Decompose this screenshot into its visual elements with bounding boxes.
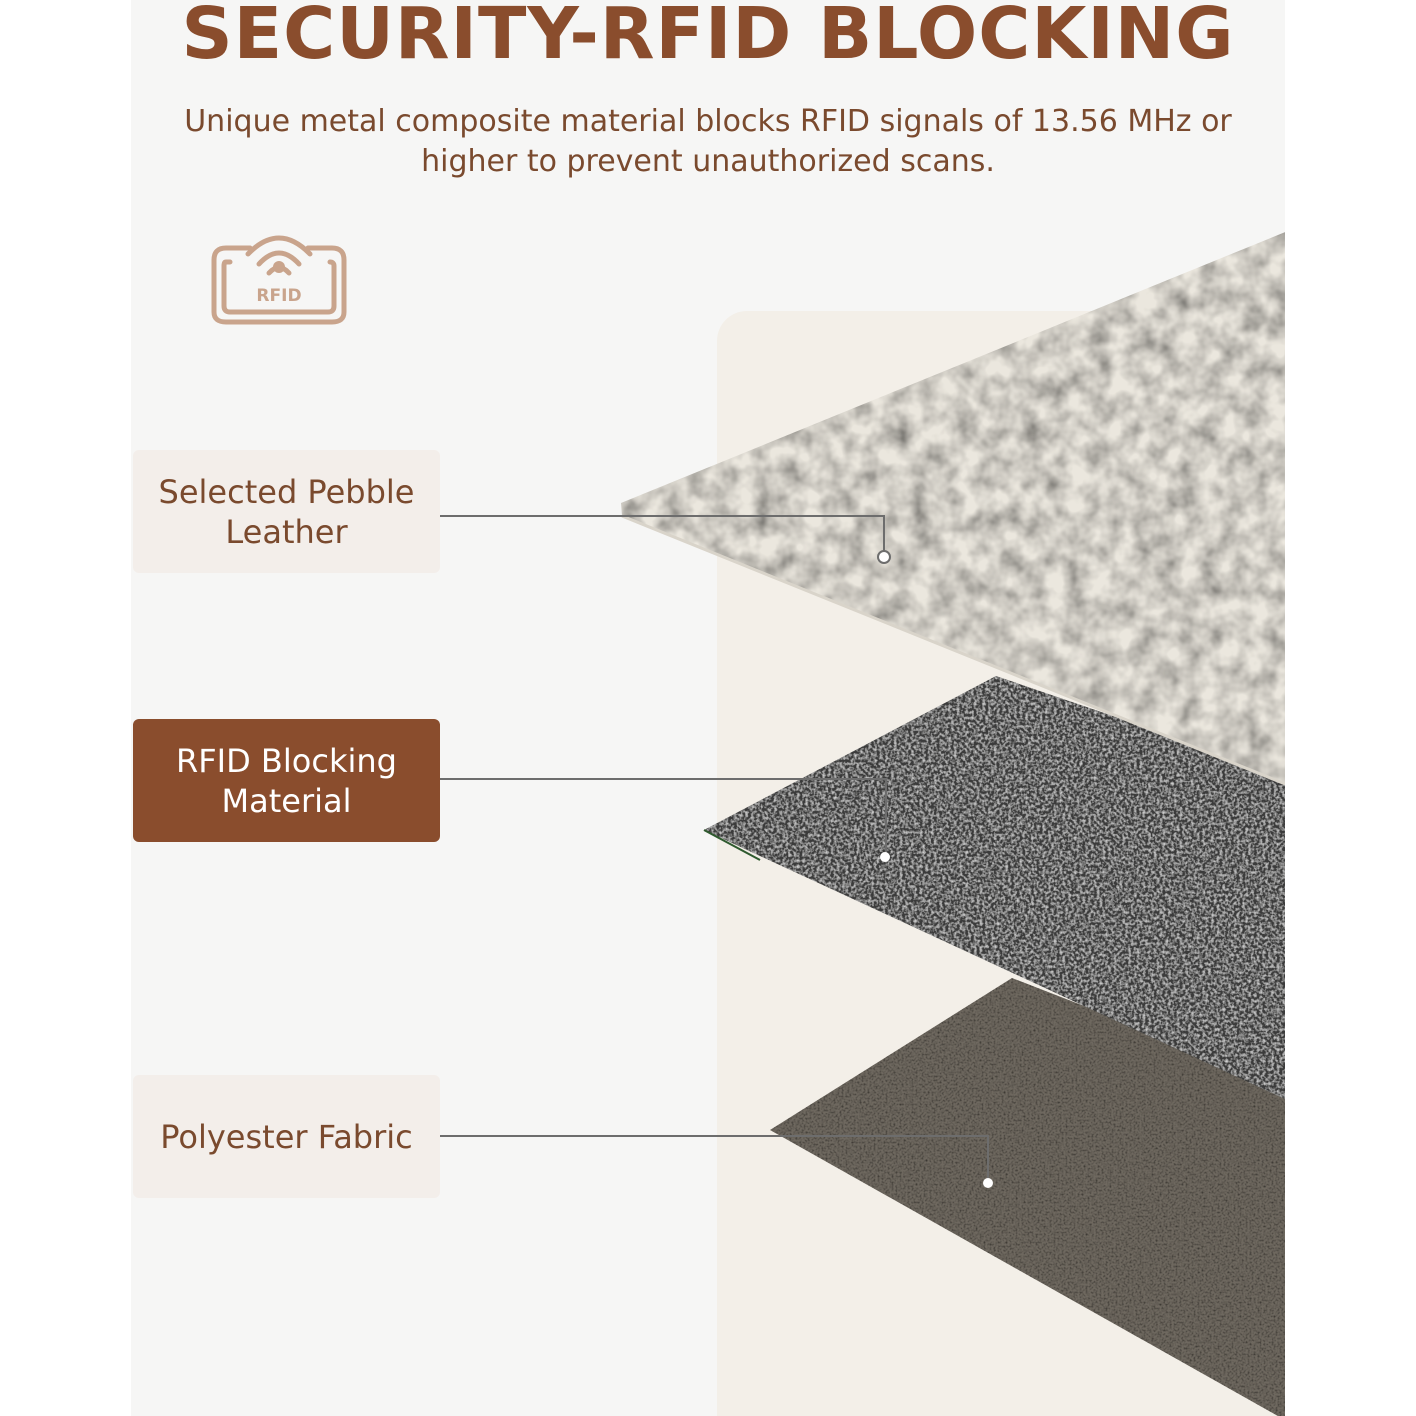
connector-dot-rfid	[880, 852, 890, 862]
label-text: RFID Blocking Material	[176, 741, 397, 820]
label-text: Polyester Fabric	[160, 1117, 413, 1156]
label-rfid-blocking-material: RFID Blocking Material	[133, 719, 440, 842]
rfid-card-icon: RFID	[211, 235, 347, 325]
headline: SECURITY-RFID BLOCKING	[181, 0, 1235, 75]
pebble-leather-layer	[621, 232, 1285, 784]
rfid-icon-text: RFID	[256, 286, 301, 306]
label-polyester-fabric: Polyester Fabric	[133, 1075, 440, 1198]
rfid-blocking-layer	[704, 676, 1285, 1100]
polyester-fabric-layer	[770, 978, 1285, 1416]
connector-dot-fabric	[983, 1178, 993, 1188]
label-selected-pebble-leather: Selected Pebble Leather	[133, 450, 440, 573]
label-text: Selected Pebble Leather	[158, 472, 415, 551]
connector-dot-leather	[877, 550, 891, 564]
connector-rfid	[440, 778, 887, 852]
connector-fabric	[440, 1135, 989, 1178]
subtitle: Unique metal composite material blocks R…	[184, 104, 1232, 179]
connector-leather	[440, 515, 885, 552]
